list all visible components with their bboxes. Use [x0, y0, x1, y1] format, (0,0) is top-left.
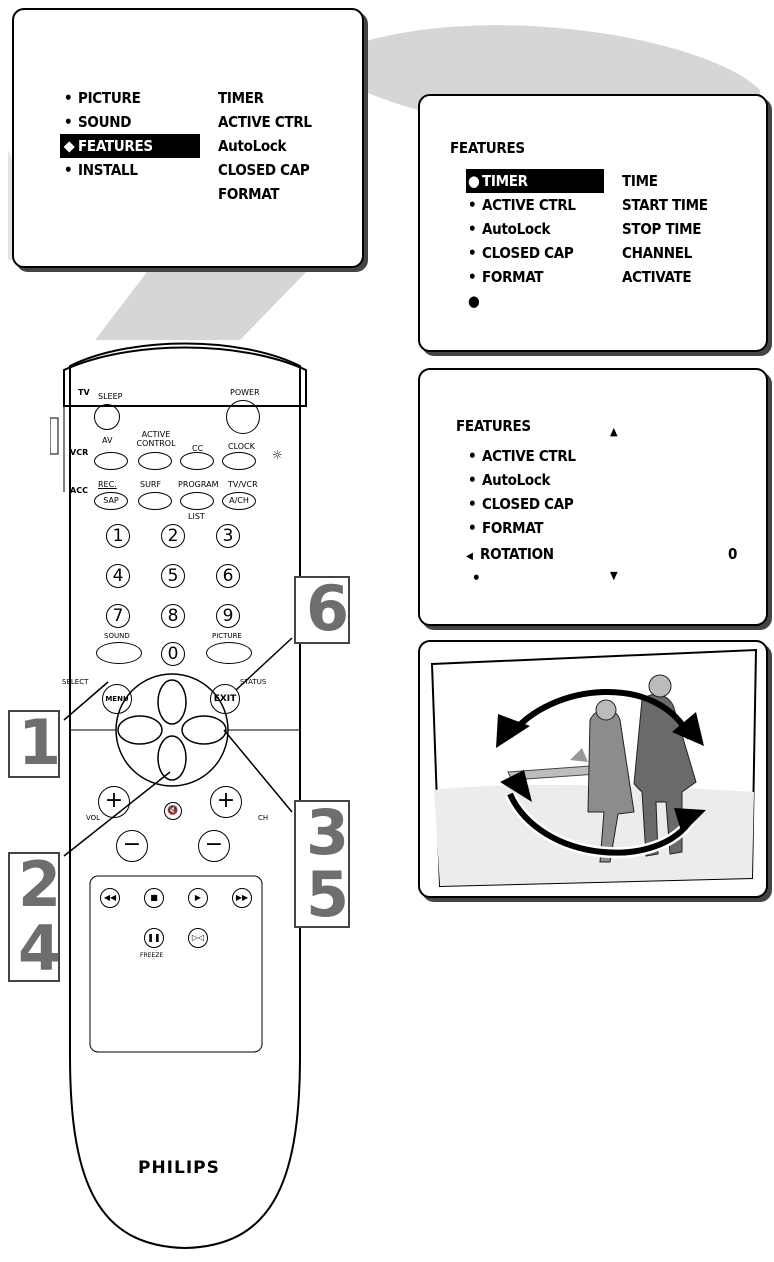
step-2-4-box: 2 4 — [8, 852, 60, 982]
step-1-box: 1 — [8, 710, 60, 778]
step-3-5-box: 3 5 — [294, 800, 350, 928]
step-6-box: 6 — [294, 576, 350, 644]
